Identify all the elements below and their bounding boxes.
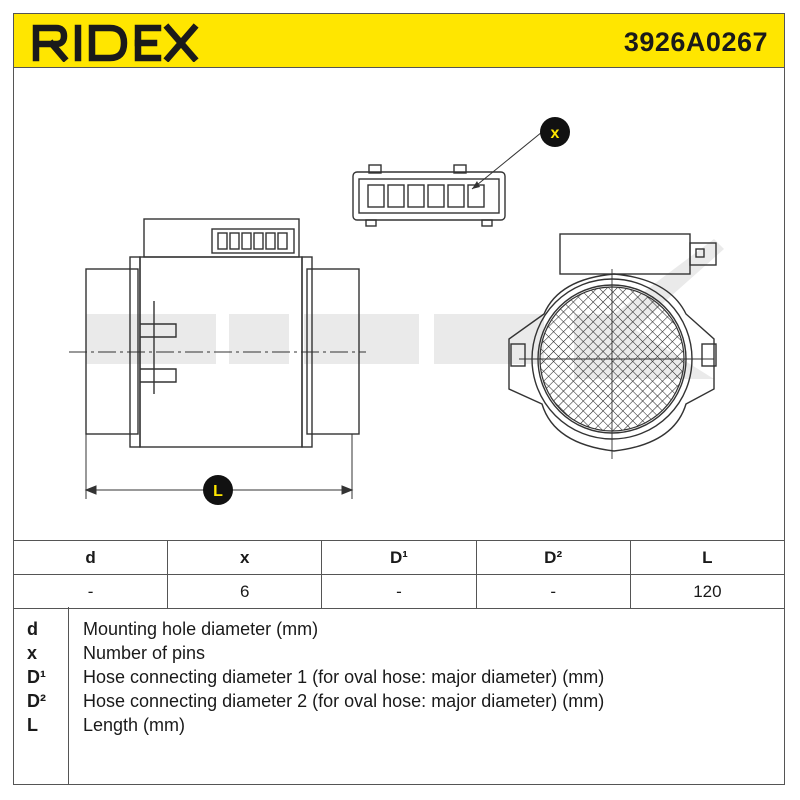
legend-text: Number of pins: [83, 643, 206, 663]
legend-item: d Mounting hole diameter (mm): [13, 619, 785, 643]
legend-item: L Length (mm): [13, 715, 785, 739]
header-l: L: [629, 540, 786, 575]
electronics-housing: [143, 218, 300, 258]
callout-l-circle: [203, 475, 233, 505]
technical-drawing: L x: [69, 117, 724, 505]
table-row: - 6 - - 120: [12, 574, 786, 609]
legend-item: D¹ Hose connecting diameter 1 (for oval …: [13, 667, 785, 691]
connector-side: [211, 228, 295, 254]
legend-text: Mounting hole diameter (mm): [83, 619, 319, 639]
legend-item: x Number of pins: [13, 643, 785, 667]
value-d1: -: [321, 574, 477, 609]
callout-x-label: x: [551, 125, 560, 142]
connector-pins-side: [217, 232, 288, 250]
ridex-logo: [30, 20, 200, 67]
dimensions-table: d x D¹ D² L - 6 - - 120: [12, 540, 786, 609]
front-connector: [689, 242, 717, 266]
legend-symbol: L: [27, 715, 38, 735]
value-l: 120: [629, 574, 786, 609]
callout-x-leader: [471, 131, 543, 190]
header-d1: D¹: [321, 540, 477, 575]
legend: d Mounting hole diameter (mm) x Number o…: [13, 607, 785, 785]
legend-text: Hose connecting diameter 1 (for oval hos…: [83, 667, 605, 687]
header-bar: 3926A0267: [13, 13, 785, 68]
header-d: d: [12, 540, 169, 575]
front-center-lines: [519, 269, 714, 459]
part-number: 3926A0267: [623, 27, 768, 57]
legend-divider: [68, 607, 69, 785]
value-x: 6: [167, 574, 323, 609]
legend-symbol: d: [27, 619, 38, 639]
callout-x-circle: [540, 117, 570, 147]
legend-text: Hose connecting diameter 2 (for oval hos…: [83, 691, 605, 711]
value-d2: -: [475, 574, 631, 609]
header-x: x: [167, 540, 323, 575]
ridex-logo-graphic: [32, 23, 199, 63]
front-housing: [559, 233, 691, 275]
connector-detail: [352, 164, 506, 227]
callout-x-arrow: [472, 181, 480, 189]
connector-pins: [367, 184, 485, 208]
value-d: -: [12, 574, 169, 609]
legend-item: D² Hose connecting diameter 2 (for oval …: [13, 691, 785, 715]
legend-symbol: D²: [27, 691, 46, 711]
header-d2: D²: [475, 540, 631, 575]
table-header-row: d x D¹ D² L: [12, 540, 786, 575]
legend-symbol: x: [27, 643, 38, 663]
legend-text: Length (mm): [83, 715, 186, 735]
front-flange: [508, 273, 715, 452]
callout-l-label: L: [213, 483, 223, 500]
legend-symbol: D¹: [27, 667, 46, 687]
